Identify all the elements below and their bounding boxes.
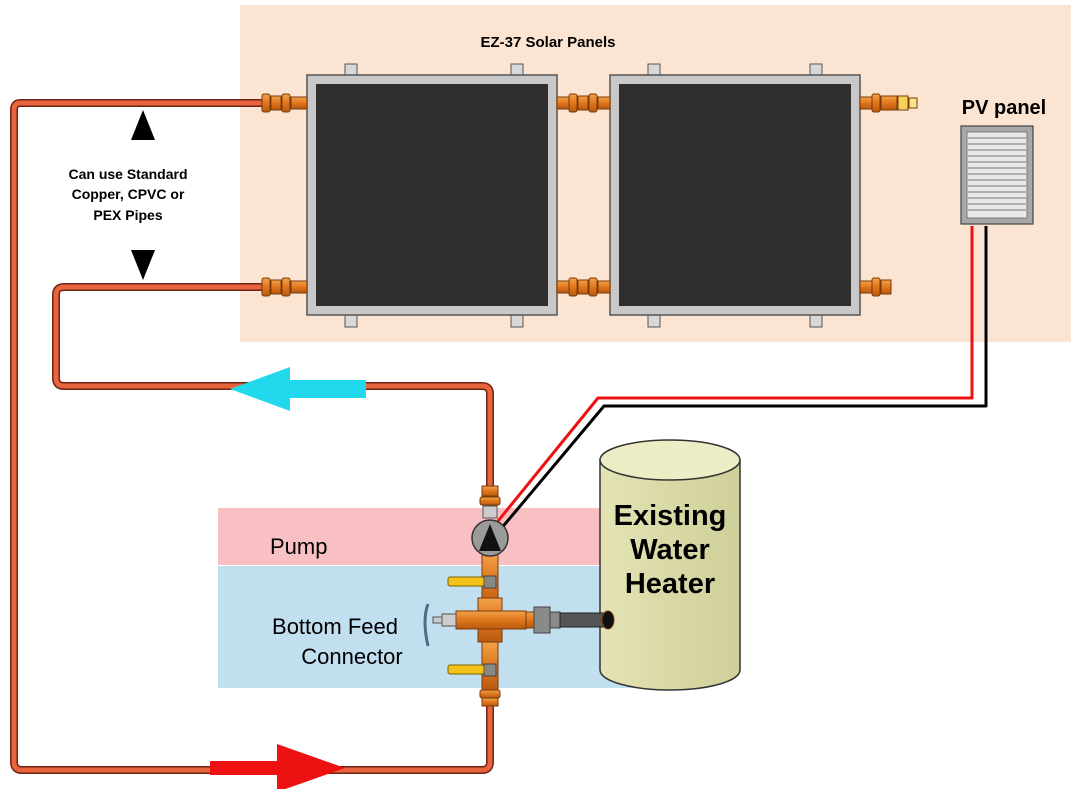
wire-positive xyxy=(492,226,974,527)
wire-negative xyxy=(498,226,988,531)
supply-flow-arrow xyxy=(210,744,345,789)
pipe-note-line-1: Can use Standard xyxy=(68,166,187,182)
connector-label-line-1: Bottom Feed xyxy=(272,614,398,639)
heater-label-line-3: Heater xyxy=(625,568,715,600)
pv-title: PV panel xyxy=(962,97,1046,119)
panel-fittings xyxy=(261,93,918,297)
panels-title: EZ-37 Solar Panels xyxy=(480,34,615,51)
up-arrow-icon xyxy=(131,110,155,140)
pipe-note-line-2: Copper, CPVC or xyxy=(72,186,185,202)
solar-collector-2 xyxy=(609,63,861,328)
pv-panel xyxy=(960,125,1034,225)
heater-label-line-1: Existing xyxy=(614,500,727,532)
return-flow-arrow xyxy=(230,367,366,411)
pump-label: Pump xyxy=(270,534,327,559)
solar-collector-1 xyxy=(306,63,558,328)
pump xyxy=(471,519,509,557)
water-heater xyxy=(599,439,741,691)
down-arrow-icon xyxy=(131,250,155,280)
heater-label-line-2: Water xyxy=(630,534,710,566)
connector-label-line-2: Connector xyxy=(301,644,403,669)
pipe-note-line-3: PEX Pipes xyxy=(93,207,162,223)
bottom-feed-assembly xyxy=(423,485,615,707)
